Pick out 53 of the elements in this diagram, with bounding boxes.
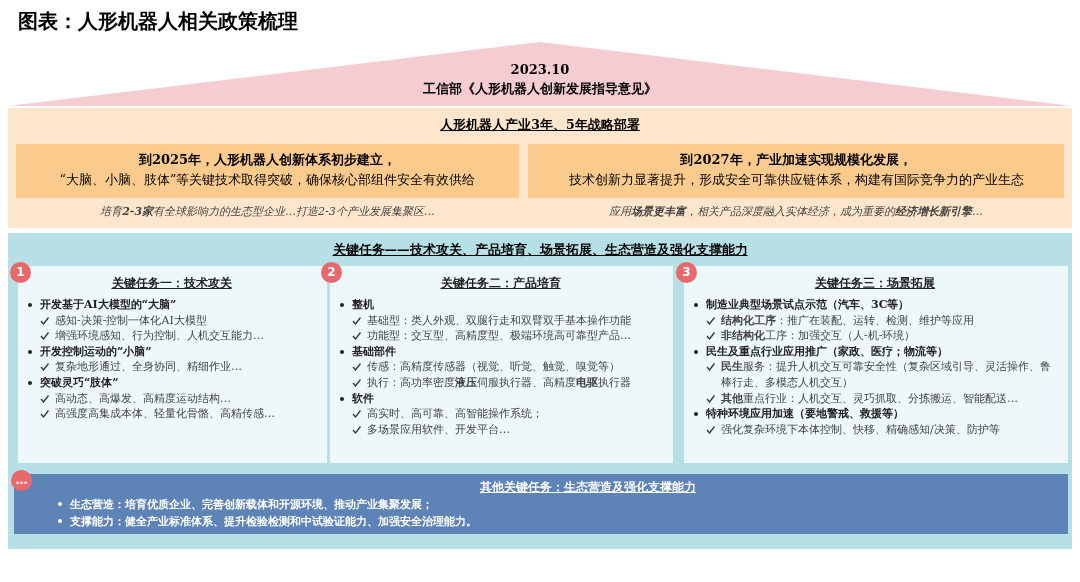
- panel-background: [8, 233, 1072, 549]
- card-title: 关键任务一：技术攻关: [110, 275, 233, 292]
- check-item: 强化复杂环境下本体控制、快移、精确感知/决策、防护等: [721, 421, 1000, 438]
- note-text: 培育2-3家有全球影响力的生态型企业…打造2-3个产业发展集聚区…: [99, 204, 436, 219]
- panel-heading: 关键任务——技术攻关、产品培育、场景拓展、生态营造及强化支撑能力: [331, 242, 749, 259]
- bullet-item: 制造业典型场景试点示范（汽车、3C等）: [706, 297, 910, 313]
- check-item: 基础型：类人外观、双腿行走和双臂双手基本操作功能: [367, 312, 631, 329]
- card-title: 关键任务二：产品培育: [439, 275, 562, 292]
- check-item: 传感：高精度传感器（视觉、听觉、触觉、嗅觉等）: [367, 359, 620, 375]
- card-title: 其他关键任务：生态营造及强化支撑能力: [479, 479, 697, 496]
- check-item: 功能型：交互型、高精度型、极端环境高可靠型产品…: [367, 328, 631, 344]
- bullet-item: 突破灵巧“肢体”: [40, 374, 119, 391]
- date-label: 2023.10: [509, 61, 571, 79]
- check-item: 结构化工序：推广在装配、运转、检测、维护等应用: [721, 312, 974, 329]
- chart-title: 图表：人形机器人相关政策梳理: [18, 8, 298, 35]
- number-badge: …: [11, 470, 32, 491]
- check-item: 高强度高集成本体、轻量化骨骼、高精传感…: [55, 406, 275, 422]
- bullet-item: 民生及重点行业应用推广（家政、医疗；物流等）: [706, 343, 948, 360]
- check-item: 感知-决策-控制一体化AI大模型: [55, 312, 207, 329]
- card-title: 关键任务三：场景拓展: [814, 275, 936, 292]
- task-card: [684, 266, 1068, 463]
- bullet-item: 开发基于AI大模型的“大脑”: [40, 297, 177, 313]
- goal-text: 技术创新力显著提升，形成安全可靠供应链体系，构建有国际竞争力的产业生态: [567, 171, 1025, 189]
- number-badge: 3: [676, 262, 697, 283]
- check-item: 其他重点行业：人机交互、灵巧抓取、分拣搬运、智能配送…: [721, 390, 1018, 407]
- bullet-item: 软件: [352, 390, 374, 407]
- goal-text: “大脑、小脑、肢体”等关键技术取得突破，确保核心部组件安全有效供给: [58, 171, 477, 189]
- check-item: 高实时、高可靠、高智能操作系统；: [367, 406, 543, 422]
- check-item: 执行：高功率密度液压伺服执行器、高精度电驱执行器: [367, 374, 631, 391]
- check-item: 增强环境感知、行为控制、人机交互能力…: [55, 328, 264, 344]
- goal-box: [528, 144, 1064, 198]
- check-item: 民生服务：提升人机交互可靠安全性（复杂区域引导、灵活操作、鲁棒行走、多模态人机交互）: [721, 359, 1052, 391]
- goal-heading: 到2027年，产业加速实现规模化发展，: [679, 151, 913, 169]
- check-item: 多场景应用软件、开发平台…: [367, 421, 510, 438]
- note-text: 应用场景更丰富，相关产品深度融入实体经济，成为重要的经济增长新引擎…: [608, 204, 984, 219]
- task-panel: [14, 474, 1068, 534]
- bullet-item: 开发控制运动的“小脑”: [40, 343, 152, 360]
- bullet-item: 基础部件: [352, 343, 396, 360]
- task-card: [330, 266, 673, 463]
- panel-heading: 人形机器人产业3年、5年战略部署: [439, 117, 641, 134]
- bullet-item: 生态营造：培育优质企业、完善创新载体和开源环境、推动产业集聚发展；: [70, 497, 433, 513]
- policy-title: 工信部《人形机器人创新发展指导意见》: [422, 80, 658, 98]
- check-item: 非结构化工序：加强交互（人-机-环境）: [721, 328, 916, 344]
- check-item: 高动态、高爆发、高精度运动结构…: [55, 390, 231, 407]
- goal-heading: 到2025年，人形机器人创新体系初步建立，: [137, 151, 398, 169]
- number-badge: 1: [10, 262, 31, 283]
- bullet-item: 整机: [352, 297, 374, 313]
- bullet-item: 支撑能力：健全产业标准体系、提升检验检测和中试验证能力、加强安全治理能力。: [70, 514, 477, 530]
- panel-background: [8, 108, 1072, 228]
- task-card: [18, 266, 327, 463]
- bullet-item: 特种环境应用加速（要地警戒、救援等）: [706, 406, 904, 422]
- goal-box: [16, 144, 519, 198]
- check-item: 复杂地形通过、全身协同、精细作业…: [55, 359, 242, 375]
